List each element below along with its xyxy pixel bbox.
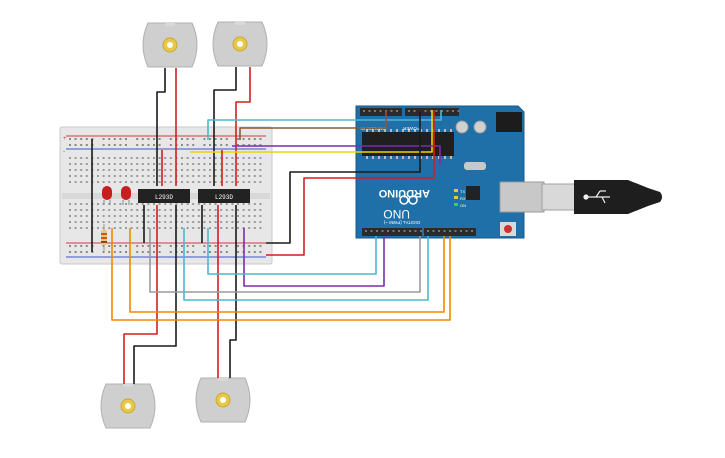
l293d-left-label: L293D [155, 194, 173, 201]
led-1-body [102, 186, 112, 200]
wire-brown[interactable] [239, 110, 387, 140]
arduino-model-text: UNO [383, 207, 410, 221]
led-2-body [121, 186, 131, 200]
motor-top-right[interactable] [212, 21, 268, 67]
usb-plug-metal [541, 183, 577, 211]
capacitor-left [455, 120, 469, 134]
header-pins [363, 110, 473, 232]
minus-label: - [63, 149, 65, 155]
power-label: POWER [402, 126, 420, 131]
l293d-right-body [198, 189, 250, 203]
rx-led [454, 196, 458, 199]
usb-plug-body [574, 180, 662, 214]
power-jack [496, 112, 522, 132]
l293d-left[interactable]: L293D [138, 189, 190, 203]
l293d-right[interactable]: L293D [198, 189, 250, 203]
wire-purple-bottom[interactable] [243, 228, 385, 287]
on-label: ON [460, 203, 466, 208]
wire-gray[interactable] [149, 228, 421, 293]
wire-motor-br-black[interactable] [229, 205, 237, 378]
wire-cyan-bottom[interactable] [207, 228, 377, 275]
motor-top-left[interactable] [142, 22, 198, 68]
atmega-pins [366, 129, 452, 159]
dc-motors [100, 21, 268, 429]
arduino-logo-text: ARDUINO [378, 187, 430, 199]
on-led [454, 203, 458, 206]
motor-bottom-right[interactable] [195, 377, 251, 423]
rx-label: RX [460, 196, 466, 201]
wires [91, 67, 451, 384]
wire-gnd[interactable] [266, 110, 421, 244]
wire-yellow[interactable] [190, 110, 433, 153]
led-1[interactable] [102, 186, 112, 205]
usb-icon [583, 190, 610, 204]
capacitor-right [473, 120, 487, 134]
wire-motor-bl-red[interactable] [123, 205, 158, 384]
header-digital-low [362, 228, 422, 236]
motor-bottom-left[interactable] [100, 383, 156, 429]
tx-led [454, 189, 458, 192]
usb-chip [466, 186, 480, 200]
wire-5v[interactable] [266, 110, 435, 256]
reset-button-cap [504, 225, 512, 233]
wire-cyan-long[interactable] [183, 228, 429, 301]
wire-motor-tr-red[interactable] [235, 67, 251, 186]
wire-orange-1[interactable] [129, 228, 445, 313]
wire-motor-bl-black[interactable] [133, 205, 177, 384]
usb-port [499, 181, 545, 213]
led-2[interactable] [121, 186, 131, 205]
tx-label: TX [460, 189, 465, 194]
digital-label: DIGITAL (PWM ~) [383, 220, 420, 225]
l293d-left-body [138, 189, 190, 203]
plus-label: + [63, 136, 67, 142]
crystal [464, 162, 486, 170]
l293d-right-label: L293D [215, 194, 233, 201]
wire-purple-top[interactable] [232, 145, 441, 165]
wire-motor-tl-black[interactable] [156, 68, 166, 186]
infinity-logo [399, 195, 418, 205]
wire-cyan-top[interactable] [207, 110, 442, 140]
usb-cable[interactable] [499, 180, 662, 214]
wire-orange-2[interactable] [111, 228, 451, 321]
wire-motor-tr-black[interactable] [213, 67, 237, 186]
resistor[interactable] [101, 224, 107, 252]
arduino-uno[interactable]: ARDUINO UNO POWER ANALOG IN DIGITAL (PWM… [355, 105, 525, 239]
